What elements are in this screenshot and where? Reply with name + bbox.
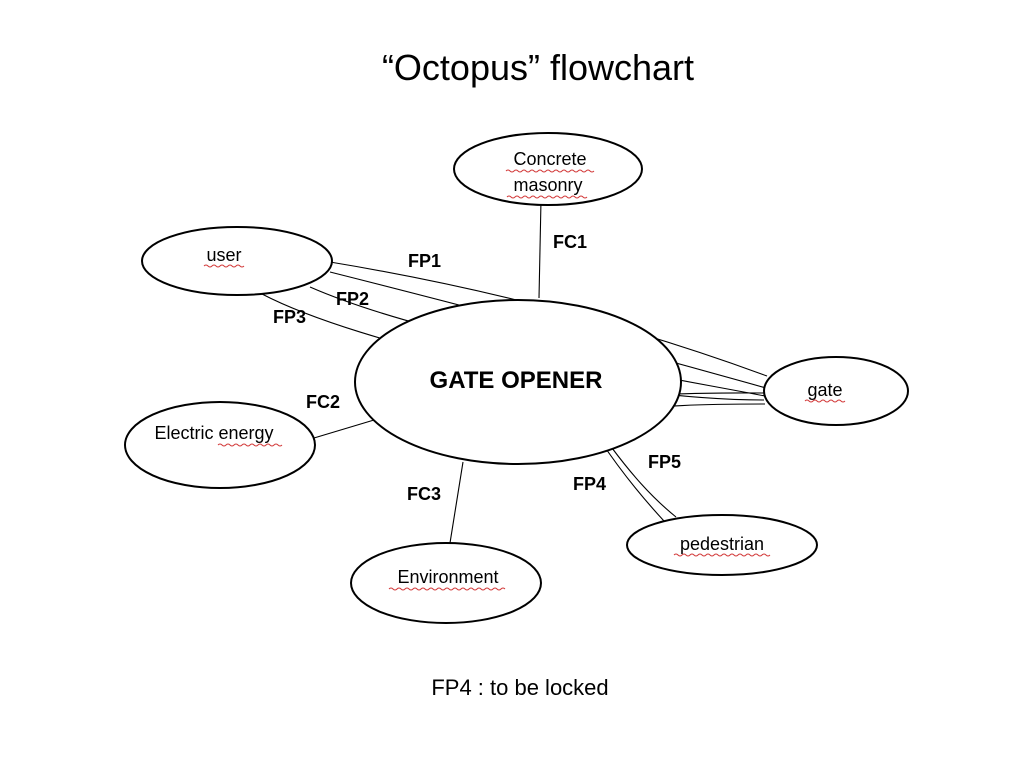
fp4-label: FP4 — [573, 474, 606, 494]
spellcheck-underline — [217, 443, 283, 447]
spellcheck-underline — [203, 264, 245, 268]
gate-opener-hub: GATE OPENER — [354, 299, 682, 465]
fp2-label: FP2 — [336, 289, 369, 309]
pedestrian-label: pedestrian — [680, 534, 764, 554]
fp3-label: FP3 — [273, 307, 306, 327]
node-environment: Environment — [350, 542, 542, 624]
fc1-connector — [538, 199, 542, 299]
concrete-label-line2: masonry — [513, 175, 582, 195]
node-gate: gate — [763, 356, 909, 426]
fc1-label: FC1 — [553, 232, 587, 252]
electric-label: Electric energy — [154, 423, 273, 443]
spellcheck-underline — [673, 553, 771, 557]
node-user: user — [141, 226, 333, 296]
spellcheck-underline — [506, 195, 588, 199]
gate-label: gate — [807, 380, 842, 400]
fc3-connector — [449, 461, 464, 544]
fc3-label: FC3 — [407, 484, 441, 504]
fp1-label: FP1 — [408, 251, 441, 271]
node-electric-energy: Electric energy — [124, 401, 316, 489]
hub-label: GATE OPENER — [430, 367, 603, 394]
node-pedestrian: pedestrian — [626, 514, 818, 576]
fc2-connector — [313, 419, 375, 439]
footnote: FP4 : to be locked — [431, 675, 609, 700]
environment-label: Environment — [397, 567, 498, 587]
fc2-label: FC2 — [306, 392, 340, 412]
node-concrete-masonry: Concrete masonry — [453, 132, 643, 206]
slide-title: “Octopus” flowchart — [381, 47, 695, 88]
spellcheck-underline — [505, 169, 595, 173]
fp5-label: FP5 — [648, 452, 681, 472]
spellcheck-underline — [388, 587, 506, 591]
concrete-label-line1: Concrete — [513, 149, 586, 169]
spellcheck-underline — [804, 399, 846, 403]
user-label: user — [206, 245, 241, 265]
